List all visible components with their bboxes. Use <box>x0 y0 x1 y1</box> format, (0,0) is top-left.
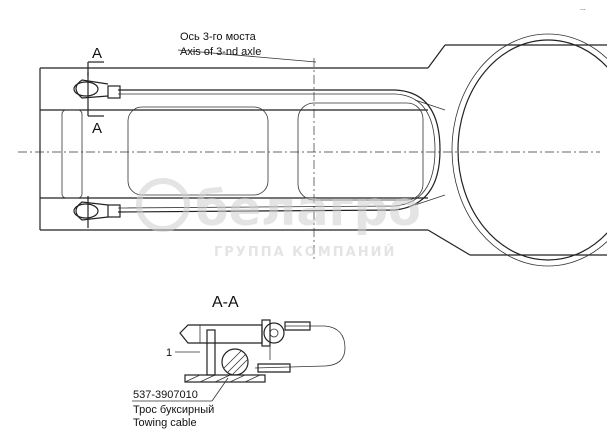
part-name-ru: Трос буксирный <box>133 404 214 416</box>
axle-drum <box>451 33 607 267</box>
axle-leader <box>177 49 317 63</box>
watermark: белагро ГРУППА КОМПАНИЙ <box>136 178 421 260</box>
section-letter-top: A <box>92 45 102 62</box>
part-leader <box>211 377 229 402</box>
part-number: 537-3907010 <box>133 389 198 401</box>
section-marker-top: A <box>87 45 104 76</box>
watermark-logo <box>136 178 190 232</box>
frame-openings <box>61 102 424 201</box>
section-title: A-A <box>212 294 239 311</box>
chassis-frame <box>39 44 607 256</box>
section-letter-bottom: A <box>92 120 102 137</box>
section-detail <box>179 319 346 383</box>
part-name-en: Towing cable <box>133 417 197 429</box>
corner-mark: ... <box>580 5 586 12</box>
axle-label-ru: Ось 3-го моста <box>180 31 257 43</box>
cable-eye-top <box>73 72 109 104</box>
callout-number-1: 1 <box>166 347 172 359</box>
watermark-brand: белагро <box>195 181 421 237</box>
watermark-tagline: ГРУППА КОМПАНИЙ <box>214 244 396 260</box>
cable-eye-bottom <box>73 196 109 228</box>
axle-label-en: Axis of 3-nd axle <box>180 46 261 58</box>
towing-cable <box>107 85 441 218</box>
section-marker-bottom: A <box>87 104 104 137</box>
